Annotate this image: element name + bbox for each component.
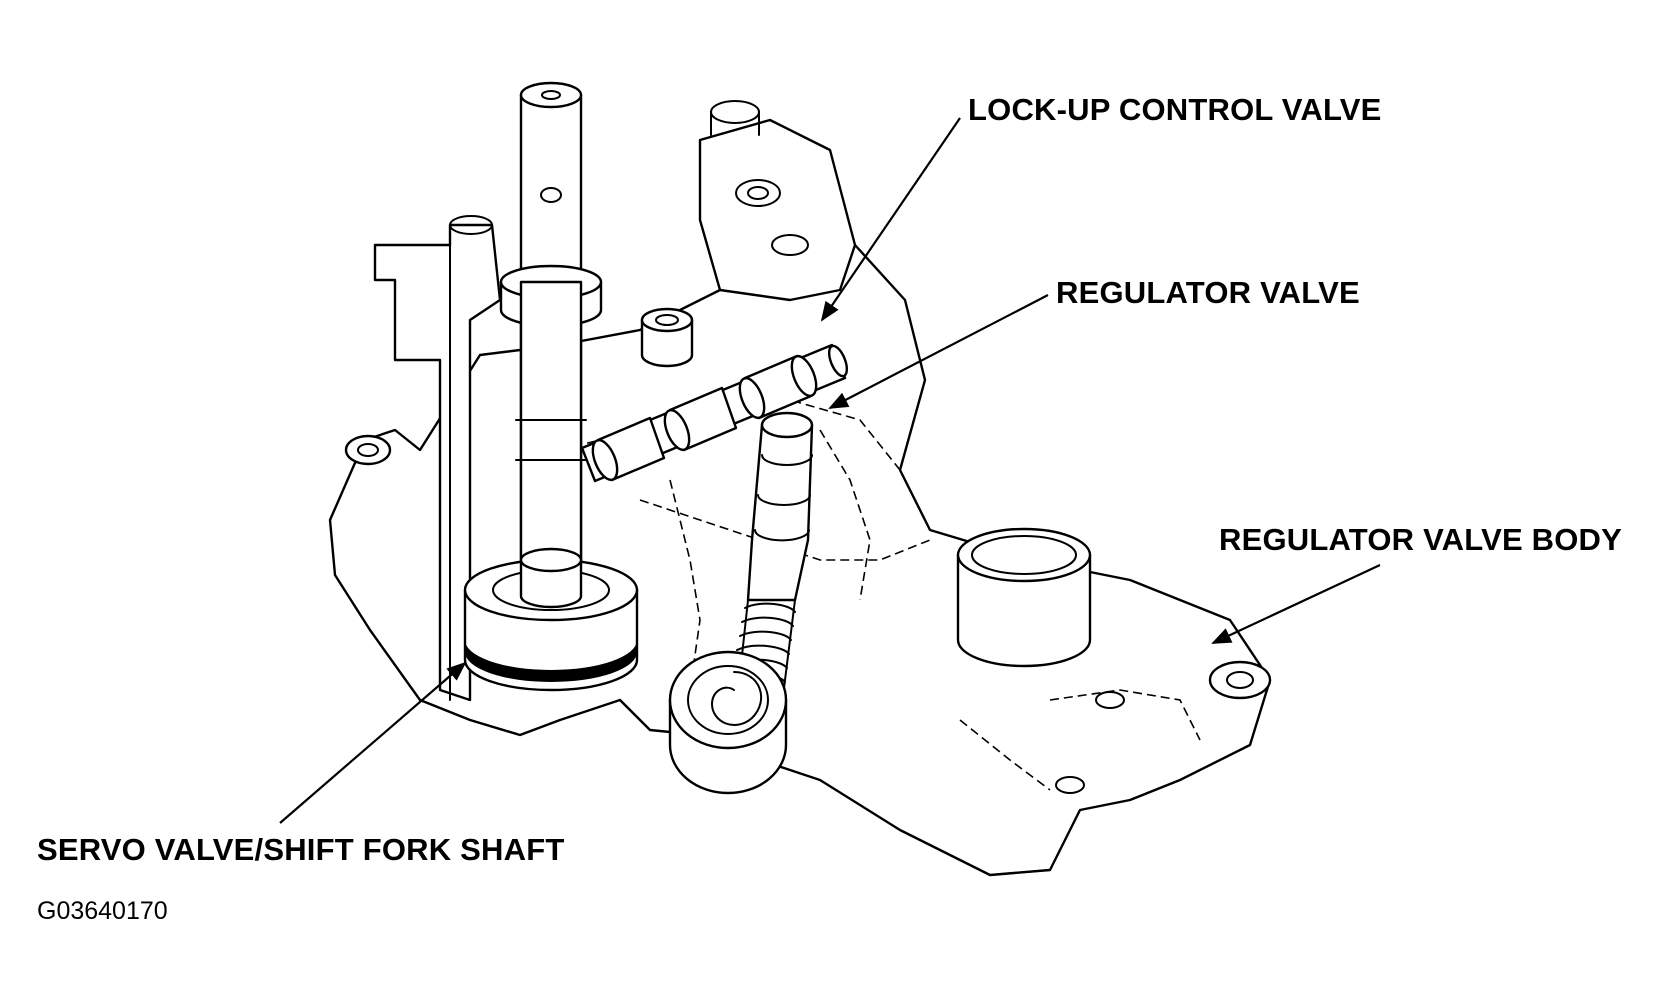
servo-valve-shift-fork-shaft-label: SERVO VALVE/SHIFT FORK SHAFT bbox=[37, 832, 565, 867]
regulator-valve-plug bbox=[668, 650, 788, 795]
servo-piston bbox=[463, 547, 639, 692]
lockup-control-valve-spool bbox=[580, 343, 849, 483]
left-mount-boss bbox=[344, 434, 392, 466]
figure-code: G03640170 bbox=[37, 897, 168, 925]
regulator-valve-label: REGULATOR VALVE bbox=[1056, 275, 1360, 310]
right-mount-boss bbox=[1055, 660, 1272, 794]
regulator-valve-leader bbox=[828, 294, 1049, 409]
servo-shaft-leader bbox=[279, 661, 467, 824]
leader-lines bbox=[279, 117, 1381, 824]
lockup-control-valve-label: LOCK-UP CONTROL VALVE bbox=[968, 92, 1382, 127]
upper-tower bbox=[698, 100, 857, 302]
valve-body-leader bbox=[1211, 564, 1381, 644]
lockup-valve-leader bbox=[820, 117, 961, 322]
center-small-boss bbox=[640, 307, 694, 368]
right-round-boss bbox=[956, 527, 1092, 668]
regulator-valve-spool bbox=[746, 411, 814, 602]
regulator-valve-body-label: REGULATOR VALVE BODY bbox=[1219, 522, 1623, 557]
